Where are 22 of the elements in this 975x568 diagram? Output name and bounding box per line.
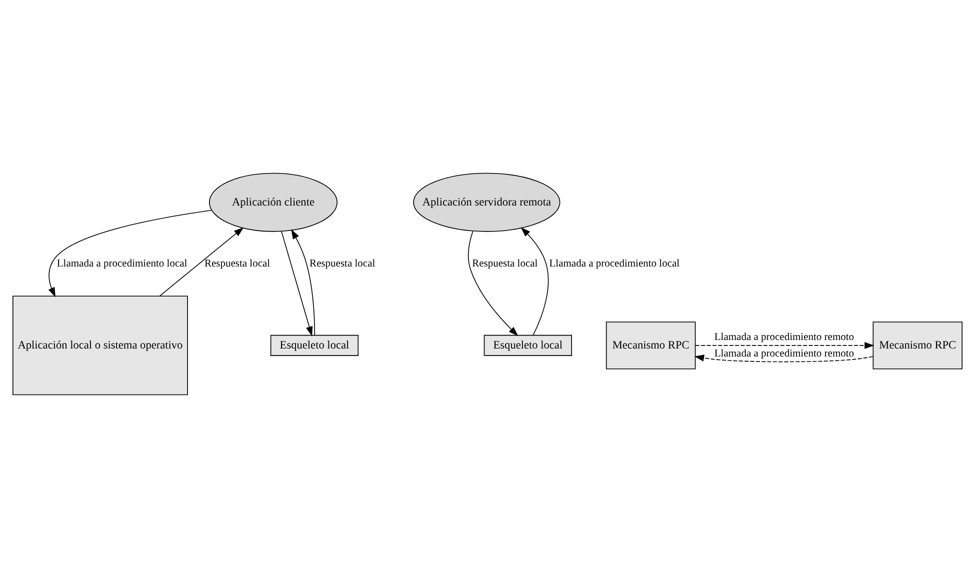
node-box: Esqueleto local bbox=[270, 334, 359, 356]
edge-label: Respuesta local bbox=[472, 258, 538, 270]
arrow bbox=[468, 230, 518, 336]
edge-label: Respuesta local bbox=[310, 258, 376, 270]
edge-label: Llamada a procedimiento local bbox=[56, 258, 188, 270]
arrow bbox=[695, 342, 874, 349]
edge-label: Llamada a procedimiento local bbox=[549, 258, 680, 270]
edge-label: Respuesta local bbox=[204, 258, 270, 270]
node-ellipse: Aplicación cliente bbox=[208, 172, 338, 232]
arrow bbox=[159, 227, 244, 296]
arrow bbox=[694, 354, 874, 362]
node-box: Aplicación local o sistema operativo bbox=[12, 296, 188, 396]
arrow bbox=[48, 210, 212, 298]
node-box: Esqueleto local bbox=[484, 334, 572, 356]
arrow bbox=[281, 231, 313, 336]
node-box: Mecanismo RPC bbox=[606, 322, 696, 370]
arrow bbox=[291, 229, 316, 336]
edge-label: Llamada a procedimiento remoto bbox=[714, 348, 854, 360]
node-box: Mecanismo RPC bbox=[872, 322, 962, 370]
edge-label: Llamada a procedimiento remoto bbox=[714, 332, 854, 344]
node-ellipse: Aplicación servidora remota bbox=[413, 172, 560, 232]
arrow bbox=[520, 227, 549, 336]
